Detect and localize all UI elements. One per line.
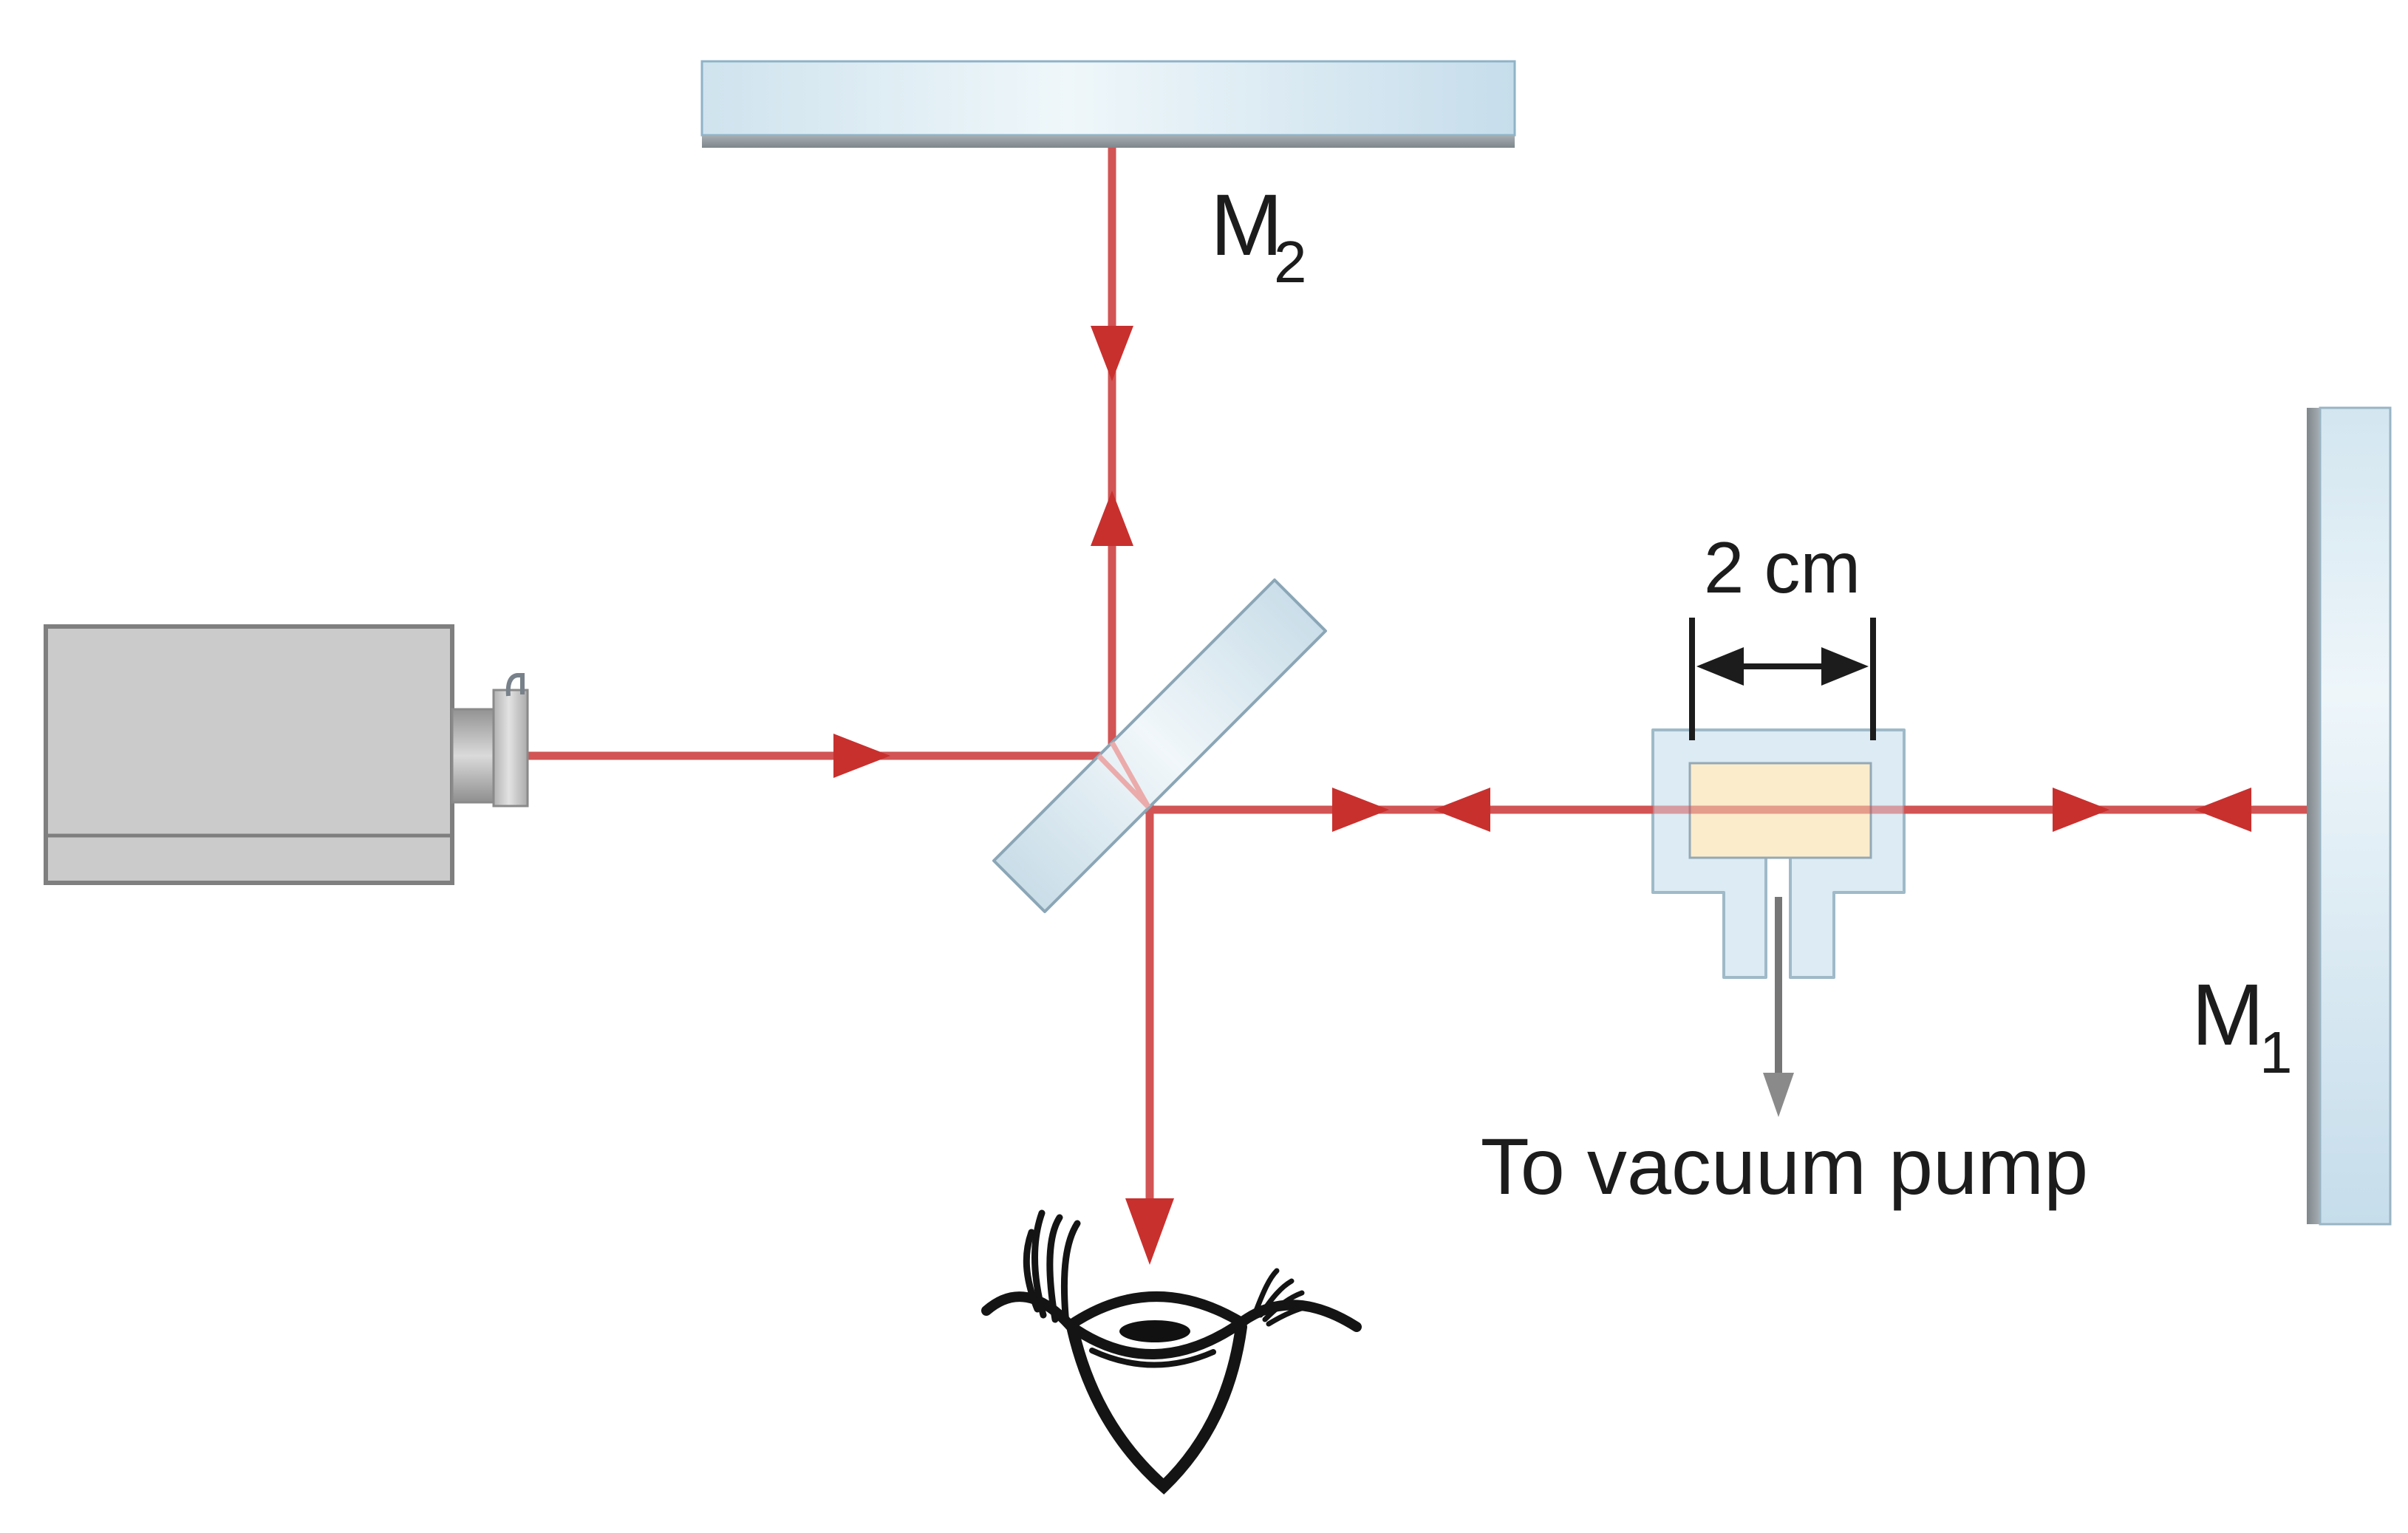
arrowhead-up-icon	[1091, 491, 1133, 546]
mirror-m2-backing	[702, 135, 1515, 148]
mirror-m1	[2307, 406, 2392, 1226]
dimension-annotation	[1689, 618, 1876, 740]
eye-cone	[1067, 1321, 1247, 1495]
laser-aperture-cap	[492, 689, 529, 808]
arrowhead-down-icon	[1125, 1198, 1174, 1265]
refracted-beam	[1096, 754, 1150, 809]
pump-arrowhead-down-icon	[1763, 1073, 1794, 1117]
mirror-m1-backing	[2307, 408, 2320, 1224]
eye-lashes-left	[1023, 1209, 1081, 1328]
beam-splitter	[992, 578, 1327, 913]
mirror-m2-label: M	[1210, 177, 1283, 274]
arrowhead-left-icon	[1433, 788, 1490, 832]
beam-arrowheads	[833, 326, 2251, 1265]
mirror-m2-label-subscript: 2	[1274, 229, 1307, 295]
vacuum-pump-tube	[1763, 897, 1794, 1117]
arrowhead-right-icon	[2053, 788, 2109, 832]
mirror-m2	[700, 60, 1516, 148]
mirror-m1-glass	[2319, 406, 2392, 1226]
eye-icon	[981, 1209, 1362, 1495]
laser-cap-hook	[505, 673, 525, 697]
beam-splitter-glass	[992, 578, 1327, 913]
mirror-m1-label-subscript: 1	[2259, 1020, 2293, 1085]
arrowhead-right-icon	[1332, 788, 1389, 832]
mirror-m1-label: M	[2192, 966, 2264, 1064]
refracted-beam	[1109, 741, 1151, 808]
labels: M 2 M 1 2 cm To vacuum pump	[1210, 177, 2293, 1211]
laser-body	[44, 624, 454, 885]
laser-nozzle	[451, 708, 496, 804]
eye-pupil	[1119, 1320, 1190, 1342]
dimension-arrowhead-right-icon	[1821, 647, 1869, 686]
light-beams	[525, 147, 2307, 1210]
arrowhead-right-icon	[833, 734, 890, 778]
vacuum-pump-label: To vacuum pump	[1481, 1121, 2088, 1211]
eye-lower-crease	[1089, 1348, 1216, 1368]
cell-width-label: 2 cm	[1704, 527, 1860, 608]
arrowhead-down-icon	[1091, 326, 1133, 381]
eye-lashes-right	[1253, 1268, 1312, 1327]
eye-lower-lid	[1065, 1317, 1246, 1359]
dimension-arrowhead-left-icon	[1696, 647, 1744, 686]
arrowhead-left-icon	[2194, 788, 2251, 832]
mirror-m2-glass	[700, 60, 1516, 137]
laser-source	[44, 624, 529, 885]
